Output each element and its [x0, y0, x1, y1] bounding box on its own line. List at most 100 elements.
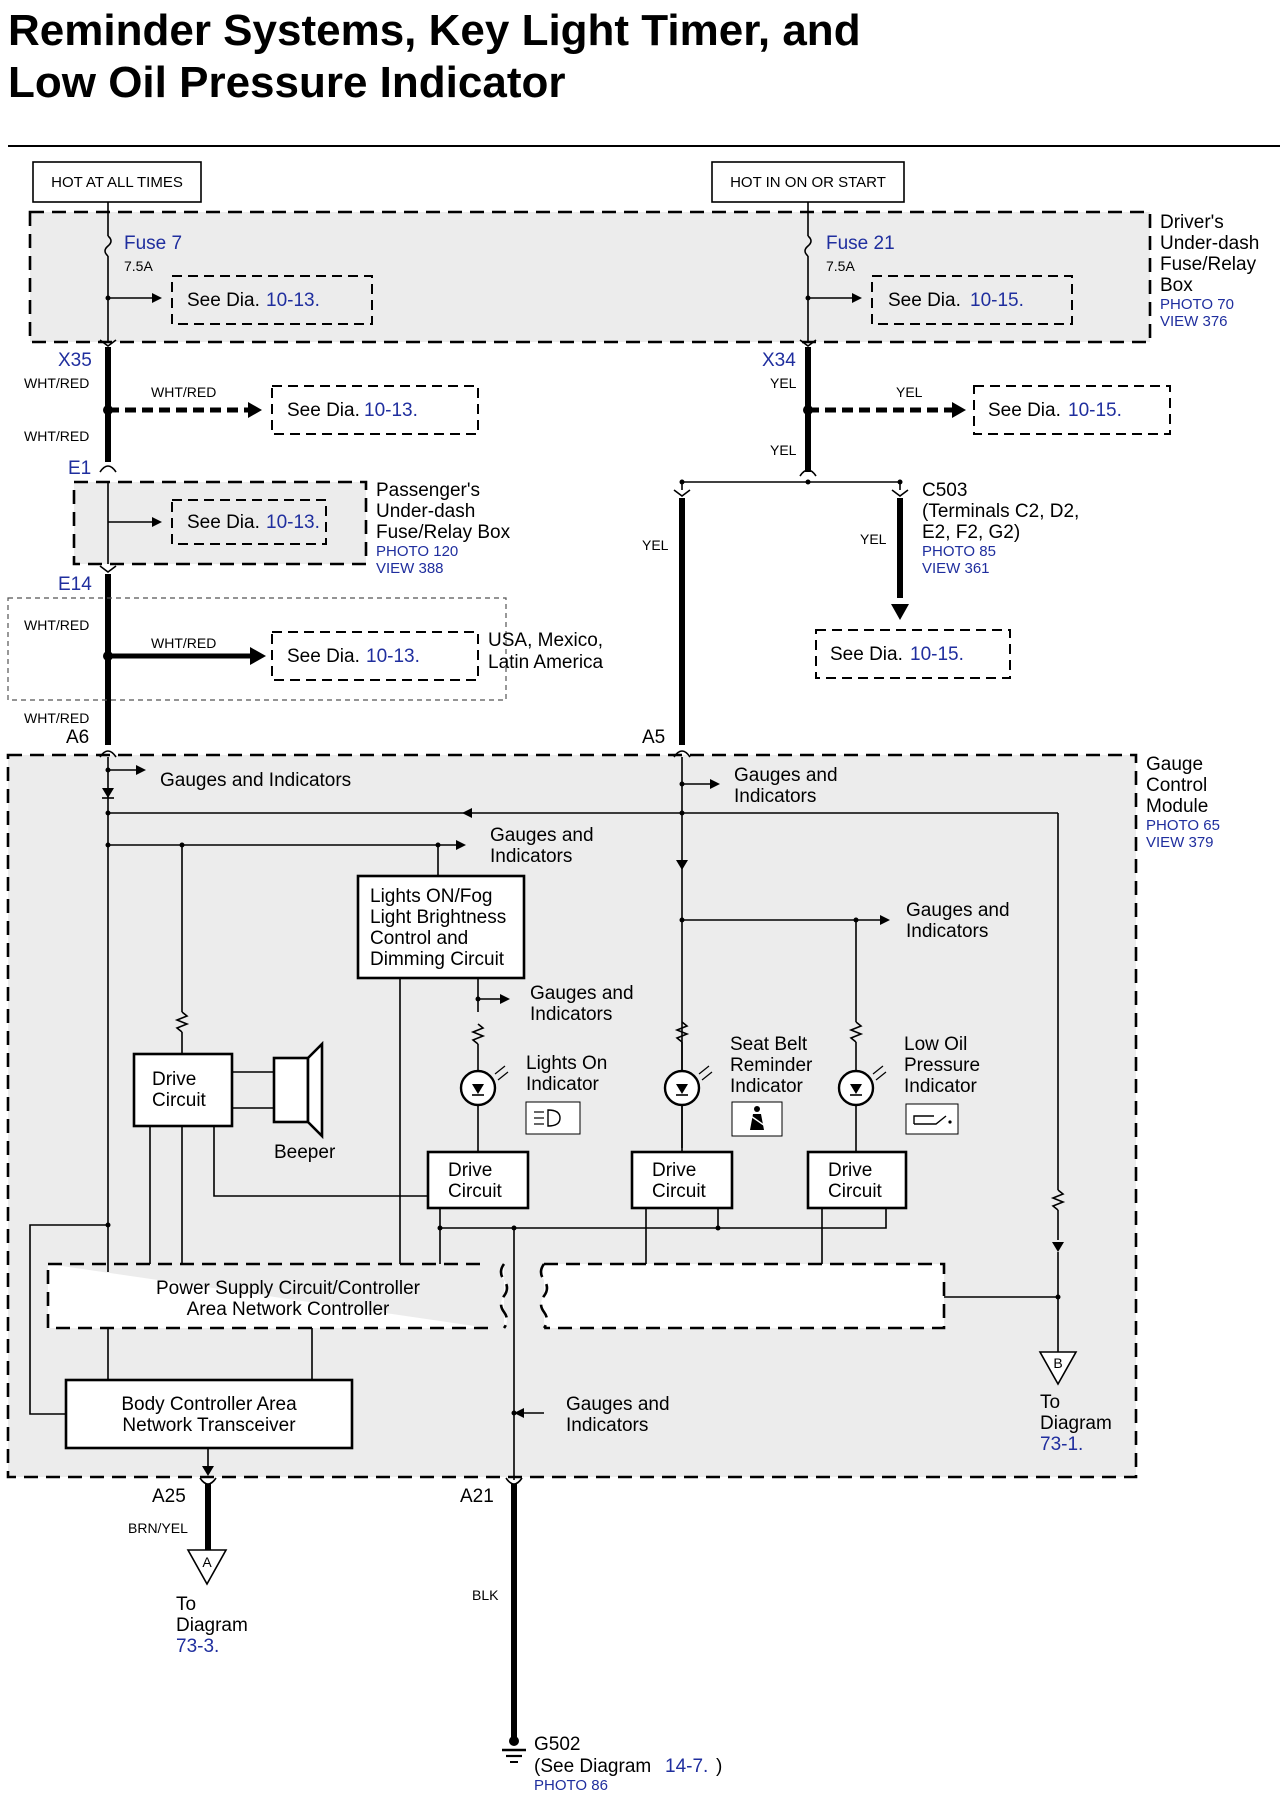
see-dia-x35-link[interactable]: 10-13.: [364, 400, 418, 421]
c503-label-3: E2, F2, G2): [922, 522, 1020, 543]
usa-region-label-2: Latin America: [488, 652, 604, 673]
power-supply-label-2: Area Network Controller: [187, 1299, 390, 1320]
connector-a5: A5: [642, 727, 665, 748]
usa-region-label-1: USA, Mexico,: [488, 630, 603, 651]
connector-a6: A6: [66, 727, 89, 748]
ground-see-prefix: (See Diagram: [534, 1756, 657, 1777]
beeper-drive-label-2: Circuit: [152, 1090, 207, 1111]
see-dia-fuse21-text: See Dia.: [888, 290, 961, 311]
c503-photo: PHOTO 85: [922, 543, 996, 560]
wire-wht-red-1: WHT/RED: [24, 375, 89, 391]
passengers-box-label-2: Under-dash: [376, 501, 475, 522]
ground-g502-label: G502: [534, 1734, 580, 1755]
see-dia-x34-text: See Dia.: [988, 400, 1061, 421]
ground-photo: PHOTO 86: [534, 1777, 608, 1794]
fuse-7-amp: 7.5A: [124, 258, 153, 274]
wire-wht-red-3: WHT/RED: [24, 428, 89, 444]
body-controller-label-2: Network Transceiver: [122, 1415, 296, 1436]
wire-wht-red-2: WHT/RED: [151, 384, 216, 400]
power-supply-label-1: Power Supply Circuit/Controller: [156, 1278, 421, 1299]
passengers-fuse-relay-box: [72, 480, 368, 566]
see-dia-passenger-link[interactable]: 10-13.: [266, 512, 320, 533]
gauges-indicators-a5-1: Gauges and: [734, 765, 838, 786]
ground-see-suffix: ): [716, 1756, 722, 1777]
hot-in-on-or-start-box: [711, 161, 905, 203]
gauges-indicators-lightson-1: Gauges and: [530, 983, 634, 1004]
beeper-icon: [272, 1056, 310, 1124]
see-dia-box-c503: [815, 629, 1011, 679]
connector-x35: X35: [58, 350, 92, 371]
fuse-21-label: Fuse 21: [826, 233, 895, 254]
lights-on-fog-label-1: Lights ON/Fog: [370, 886, 493, 907]
beeper-drive-label-1: Drive: [152, 1069, 196, 1090]
ground-see-link[interactable]: 14-7.: [665, 1756, 708, 1777]
power-supply-can-block: [46, 1262, 509, 1330]
drivers-box-label-4: Box: [1160, 275, 1193, 296]
offpage-b-ref[interactable]: 73-1.: [1040, 1434, 1083, 1455]
offpage-a-to: To: [176, 1594, 196, 1615]
lights-on-indicator-label-1: Lights On: [526, 1053, 607, 1074]
offpage-b-diagram: Diagram: [1040, 1413, 1112, 1434]
gauges-indicators-lightson-2: Indicators: [530, 1004, 612, 1025]
see-dia-fuse7-link[interactable]: 10-13.: [266, 290, 320, 311]
see-dia-c503-link[interactable]: 10-15.: [910, 644, 964, 665]
see-dia-x34-link[interactable]: 10-15.: [1068, 400, 1122, 421]
gauges-indicators-lowoil-2: Indicators: [906, 921, 988, 942]
usa-mexico-region: [7, 597, 507, 701]
see-dia-box-fuse21: [871, 275, 1073, 325]
seat-belt-drive-label-2: Circuit: [652, 1181, 707, 1202]
see-dia-passenger-text: See Dia.: [187, 512, 260, 533]
passengers-box-label-1: Passenger's: [376, 480, 480, 501]
see-dia-usa-link[interactable]: 10-13.: [366, 646, 420, 667]
gauge-module-label-2: Control: [1146, 775, 1207, 796]
gauges-indicators-a6: Gauges and Indicators: [160, 770, 351, 791]
resistor-lights-on: [470, 1023, 486, 1045]
page-title-line-2: Low Oil Pressure Indicator: [8, 58, 565, 107]
fuse-21-symbol: [804, 235, 812, 257]
beeper-label: Beeper: [274, 1142, 336, 1163]
offpage-a-ref[interactable]: 73-3.: [176, 1636, 219, 1657]
see-dia-c503-text: See Dia.: [830, 644, 903, 665]
body-controller-label-1: Body Controller Area: [121, 1394, 297, 1415]
wire-yel-5: YEL: [860, 531, 887, 547]
hot-at-all-times-box: [32, 161, 202, 203]
lights-on-drive-label-1: Drive: [448, 1160, 492, 1181]
page-title-line-1: Reminder Systems, Key Light Timer, and: [8, 6, 861, 55]
lights-on-fog-block: [356, 874, 526, 980]
body-controller-transceiver: [64, 1378, 354, 1450]
c503-label-1: C503: [922, 480, 967, 501]
connector-a21: A21: [460, 1486, 494, 1507]
see-dia-box-passenger: [171, 499, 327, 545]
gauges-indicators-ground-2: Indicators: [566, 1415, 648, 1436]
seat-belt-drive-label-1: Drive: [652, 1160, 696, 1181]
ground-symbol: [509, 1736, 519, 1746]
wire-wht-red-6: WHT/RED: [24, 710, 89, 726]
offpage-b-letter: B: [1053, 1355, 1062, 1371]
gauges-indicators-ground-1: Gauges and: [566, 1394, 670, 1415]
seat-belt-drive-circuit: [630, 1150, 734, 1210]
see-dia-box-x35-branch: [271, 385, 479, 435]
drivers-box-photo: PHOTO 70: [1160, 296, 1234, 313]
seat-belt-label-2: Reminder: [730, 1055, 813, 1076]
see-dia-fuse7-text: See Dia.: [187, 290, 260, 311]
see-dia-fuse21-link[interactable]: 10-15.: [970, 290, 1024, 311]
hot-in-on-or-start-label: HOT IN ON OR START: [730, 174, 886, 191]
see-dia-box-x34-branch: [973, 385, 1171, 435]
wire-wht-red-5: WHT/RED: [151, 635, 216, 651]
lights-on-drive-circuit: [426, 1150, 530, 1210]
wire-yel-1: YEL: [770, 375, 797, 391]
lights-on-indicator-label-2: Indicator: [526, 1074, 600, 1095]
offpage-b-to: To: [1040, 1392, 1060, 1413]
seat-belt-label-1: Seat Belt: [730, 1034, 808, 1055]
wire-yel-3: YEL: [770, 442, 797, 458]
low-oil-drive-label-2: Circuit: [828, 1181, 883, 1202]
low-oil-label-3: Indicator: [904, 1076, 978, 1097]
gauge-module-label-3: Module: [1146, 796, 1208, 817]
resistor-b-branch: [1050, 1189, 1066, 1211]
resistor-seat-belt: [674, 1021, 690, 1043]
see-dia-box-fuse7: [171, 275, 373, 325]
gauge-module-view: VIEW 379: [1146, 834, 1214, 851]
passengers-box-photo: PHOTO 120: [376, 543, 458, 560]
